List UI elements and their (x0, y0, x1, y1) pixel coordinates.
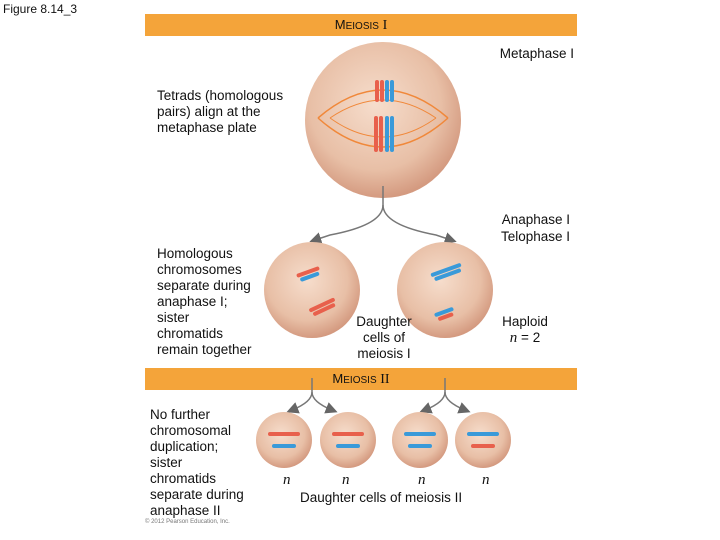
daughter-meiosis-1-text: Daughter cells of meiosis I (356, 314, 412, 361)
arrow-ml2 (311, 391, 338, 414)
anaphase-label: Anaphase I (501, 212, 570, 227)
n-label-2: n (342, 472, 350, 488)
daughter-cell-1 (264, 242, 360, 338)
tetrad-top (375, 80, 394, 102)
no-further-text: No further chromosomal duplication; sist… (150, 407, 244, 518)
tetrad-bottom (374, 116, 394, 152)
arrow-mr1 (419, 378, 446, 414)
daughter2-cell-1 (256, 412, 312, 468)
daughter2-cell-4 (455, 412, 511, 468)
metaphase-1-cell (305, 42, 461, 198)
tetrads-text: Tetrads (homologous pairs) align at the … (157, 88, 284, 135)
meiosis-2-title: MEIOSIS II (332, 371, 390, 387)
arrow-ml1 (286, 378, 313, 414)
n-label-4: n (482, 472, 490, 488)
haploid-label: Haploid n = 2 (502, 314, 548, 346)
daughter-meiosis-2-label: Daughter cells of meiosis II (300, 490, 463, 505)
daughter-cell-2 (397, 242, 493, 338)
daughter2-cell-3 (392, 412, 448, 468)
metaphase-label: Metaphase I (499, 46, 574, 61)
homologous-text: Homologous chromosomes separate during a… (157, 246, 252, 357)
arrow-mr2 (444, 391, 471, 414)
telophase-label: Telophase I (500, 229, 570, 244)
meiosis-1-title: MEIOSIS I (334, 17, 388, 33)
copyright: © 2012 Pearson Education, Inc. (145, 519, 230, 525)
n-label-1: n (283, 472, 291, 488)
daughter2-cell-2 (320, 412, 376, 468)
meiosis-1-band: MEIOSIS I (145, 14, 577, 36)
anaphase-telophase-label: Anaphase I Telophase I (440, 211, 570, 245)
n-label-3: n (418, 472, 426, 488)
arrow-right (382, 204, 457, 244)
meiosis-2-band: MEIOSIS II (145, 368, 577, 390)
figure-label: Figure 8.14_3 (3, 2, 78, 16)
